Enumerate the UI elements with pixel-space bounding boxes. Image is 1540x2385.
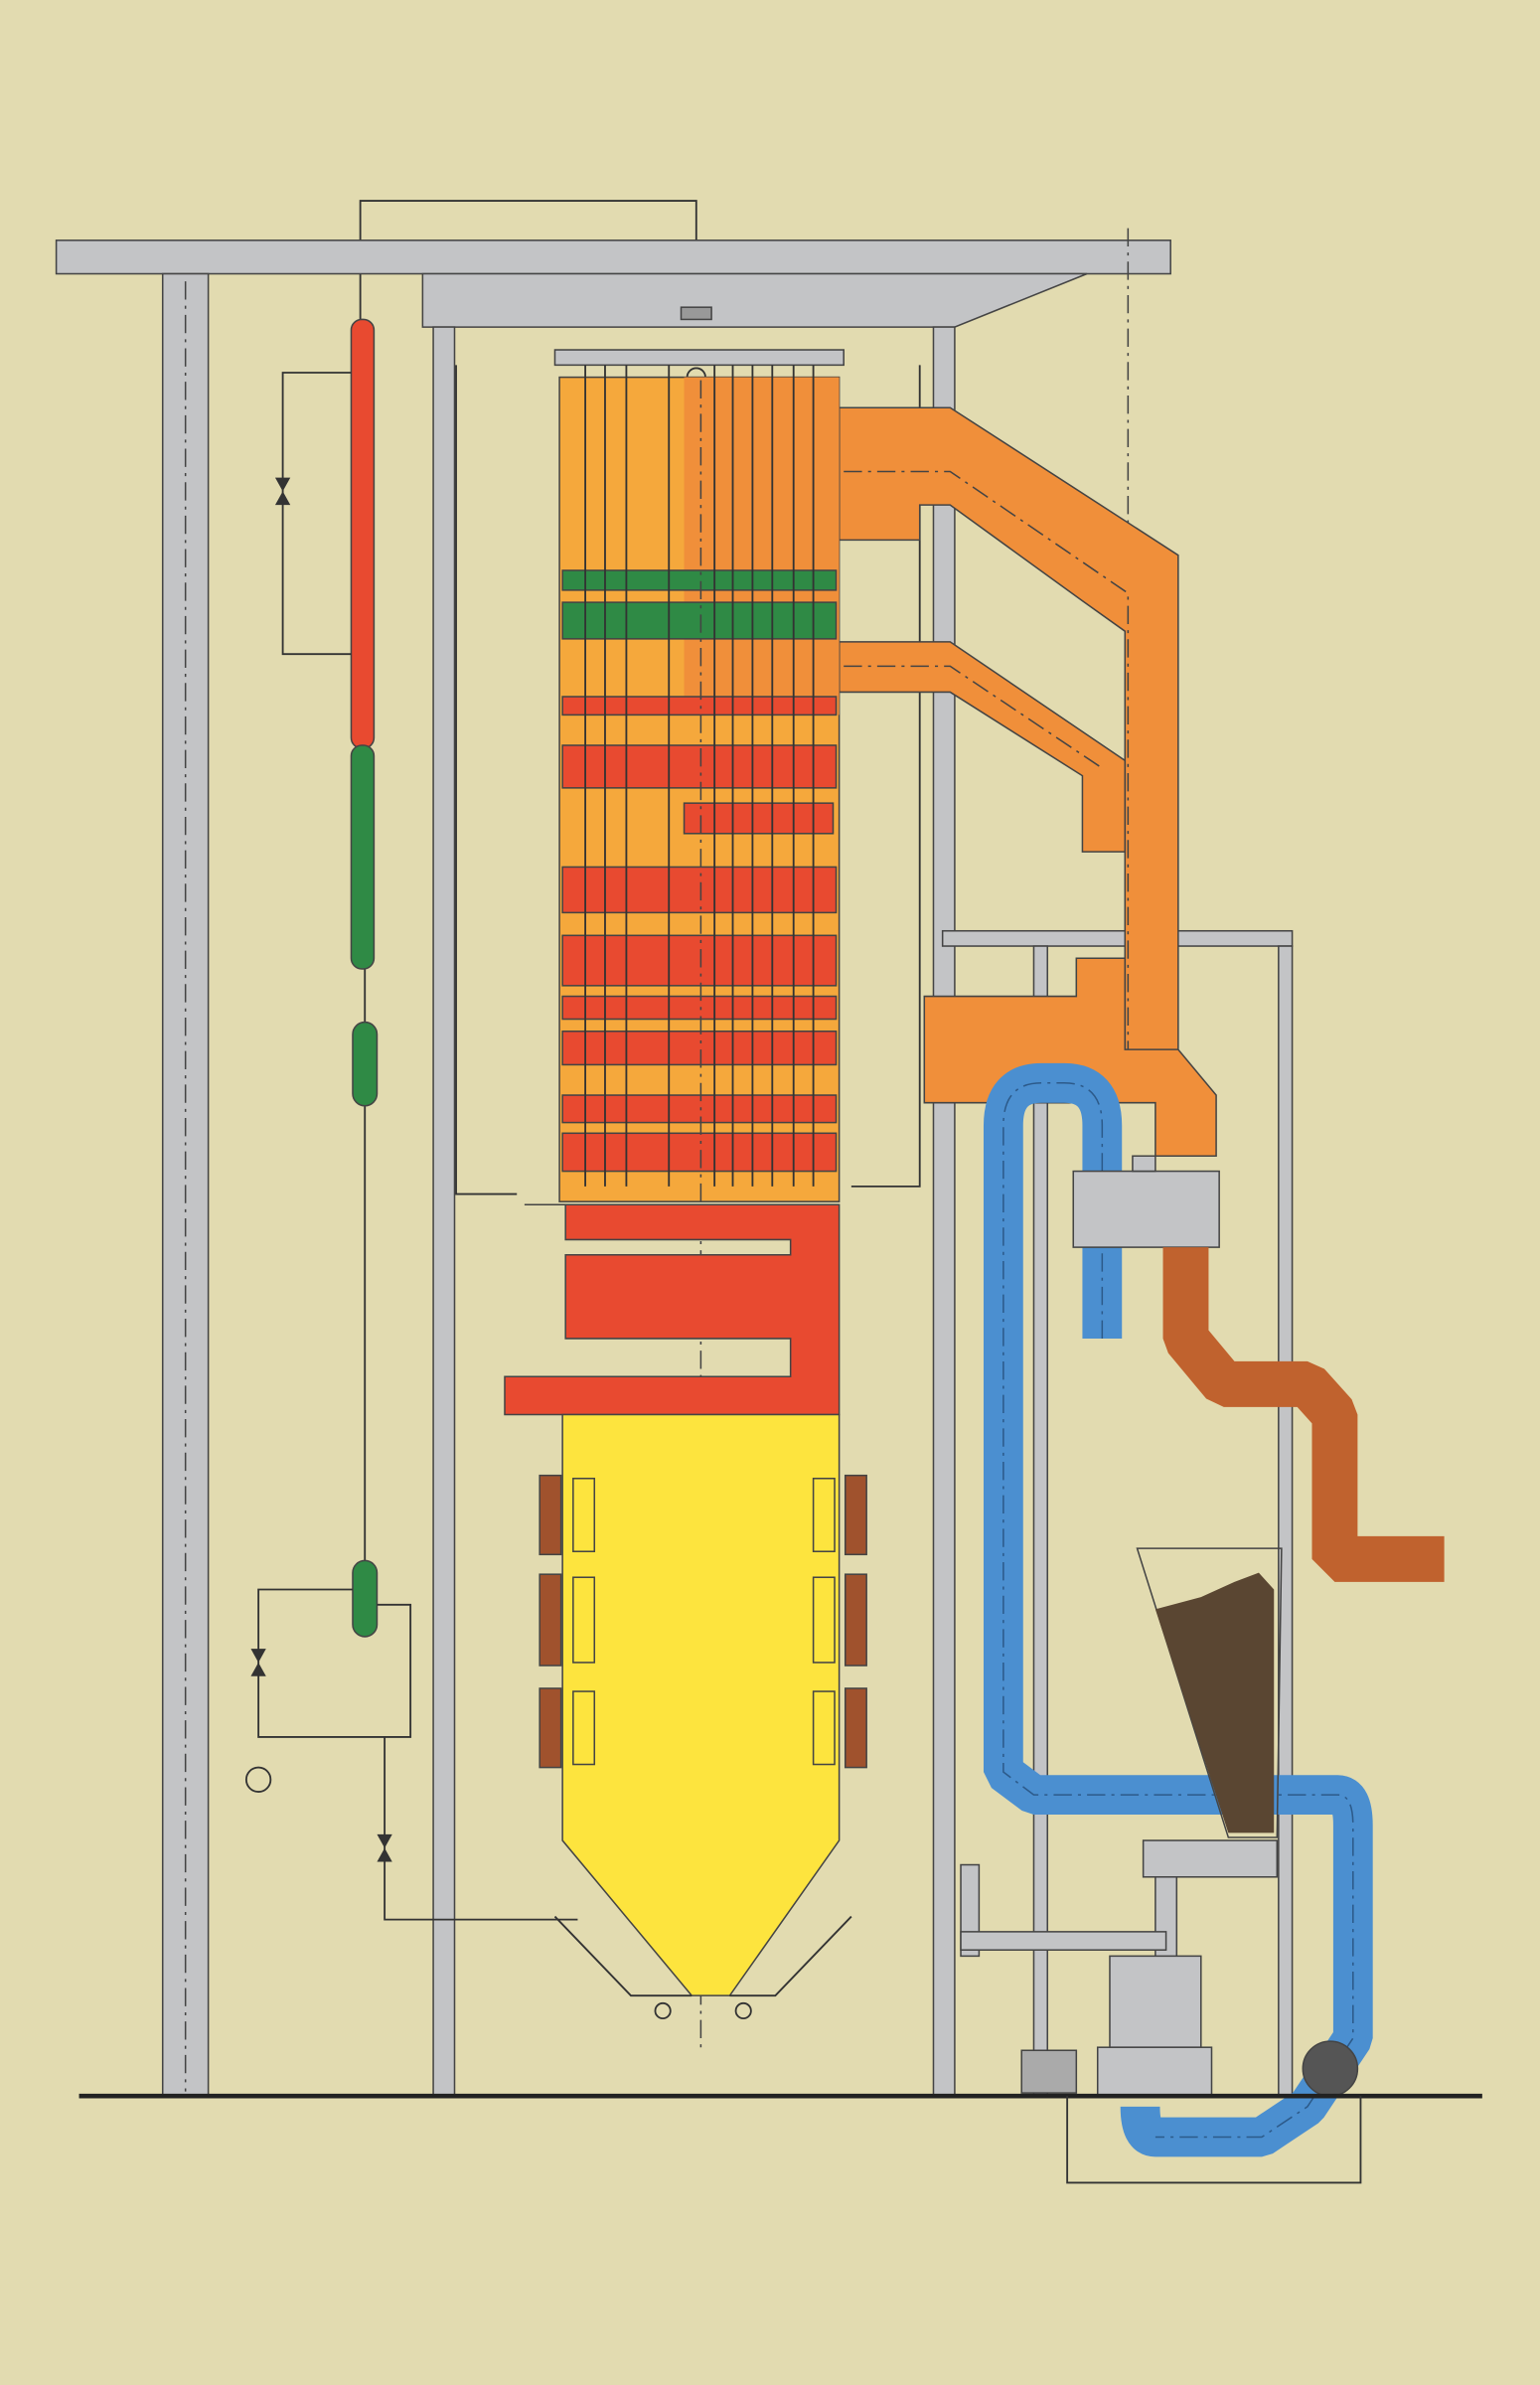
diagram-part bbox=[1066, 2096, 1362, 2184]
diagram-part bbox=[352, 1559, 379, 1638]
diagram-part bbox=[561, 744, 838, 789]
diagram-part bbox=[812, 1576, 836, 1664]
diagram-part bbox=[850, 365, 921, 1188]
diagram-part bbox=[1162, 1247, 1445, 1582]
diagram-part bbox=[561, 1094, 838, 1124]
diagram-part bbox=[1132, 1155, 1156, 1173]
diagram-part bbox=[244, 1766, 272, 1793]
diagram-part bbox=[1302, 2040, 1359, 2097]
right-frame-beam bbox=[941, 929, 1294, 947]
diagram-part bbox=[561, 995, 838, 1021]
diagram-part bbox=[838, 406, 1179, 1066]
coal-mill bbox=[960, 1547, 1359, 2097]
diagram-part bbox=[1020, 2049, 1078, 2094]
diagram-part bbox=[844, 1687, 867, 1769]
diagram-part bbox=[654, 2001, 672, 2020]
diagram-part bbox=[684, 377, 840, 716]
diagram-part bbox=[539, 1474, 562, 1556]
diagram-part bbox=[812, 1690, 836, 1766]
flue-duct bbox=[838, 406, 1217, 1158]
diagram-part bbox=[844, 665, 1103, 769]
diagram-part bbox=[1002, 1082, 1354, 2139]
diagram-part bbox=[729, 1915, 852, 1997]
diagram-part bbox=[584, 365, 815, 1187]
diagram-part bbox=[352, 1021, 379, 1107]
diagram-part bbox=[1142, 1839, 1279, 1878]
coal-duct bbox=[1162, 1247, 1445, 1582]
coal bbox=[1155, 1572, 1275, 1833]
diagram-part bbox=[350, 744, 376, 970]
diagram-part bbox=[561, 1132, 838, 1173]
economizer-band-1 bbox=[561, 569, 838, 591]
diagram-part bbox=[1109, 1955, 1202, 2048]
diagram-part bbox=[844, 1573, 867, 1667]
right-frame-column-2 bbox=[1278, 945, 1294, 2097]
diagram-part bbox=[561, 934, 838, 987]
diagram-part bbox=[572, 1477, 596, 1552]
column-inner-right bbox=[932, 326, 956, 2097]
diagram-part bbox=[455, 365, 518, 1195]
diagram-part bbox=[960, 1931, 1167, 1952]
right-frame-column-1 bbox=[1032, 945, 1049, 2097]
diagram-part bbox=[680, 306, 712, 321]
burners bbox=[539, 1474, 867, 1769]
diagram-part bbox=[539, 1573, 562, 1667]
diagram-part bbox=[844, 1474, 867, 1556]
diagram-part bbox=[553, 1915, 693, 1997]
top-beam bbox=[55, 239, 1171, 275]
diagram-part bbox=[572, 1690, 596, 1766]
diagram-part bbox=[683, 802, 835, 835]
diagram-part bbox=[281, 372, 352, 656]
diagram-part bbox=[561, 866, 838, 914]
cyclone bbox=[1072, 1170, 1220, 1248]
diagram-part bbox=[553, 349, 845, 367]
diagram-part bbox=[384, 1736, 578, 1921]
economizer-band-2 bbox=[561, 601, 838, 640]
column-inner-left bbox=[432, 326, 456, 2097]
diagram-part bbox=[572, 1576, 596, 1664]
coal-bunker bbox=[1136, 1547, 1283, 1838]
diagram-part bbox=[561, 696, 838, 716]
diagram-part bbox=[539, 1687, 562, 1769]
diagram-part bbox=[561, 1030, 838, 1066]
diagram-part bbox=[1096, 2046, 1213, 2097]
diagram-part bbox=[812, 1477, 836, 1552]
diagram-part bbox=[844, 470, 1130, 1050]
diagram-part bbox=[350, 318, 376, 749]
diagram-part bbox=[838, 641, 1127, 853]
air-duct bbox=[983, 1062, 1373, 2157]
diagram-part bbox=[734, 2001, 752, 2020]
steam-drum bbox=[244, 318, 578, 1921]
boiler-column bbox=[504, 365, 867, 2054]
diagram-part bbox=[257, 1588, 412, 1738]
